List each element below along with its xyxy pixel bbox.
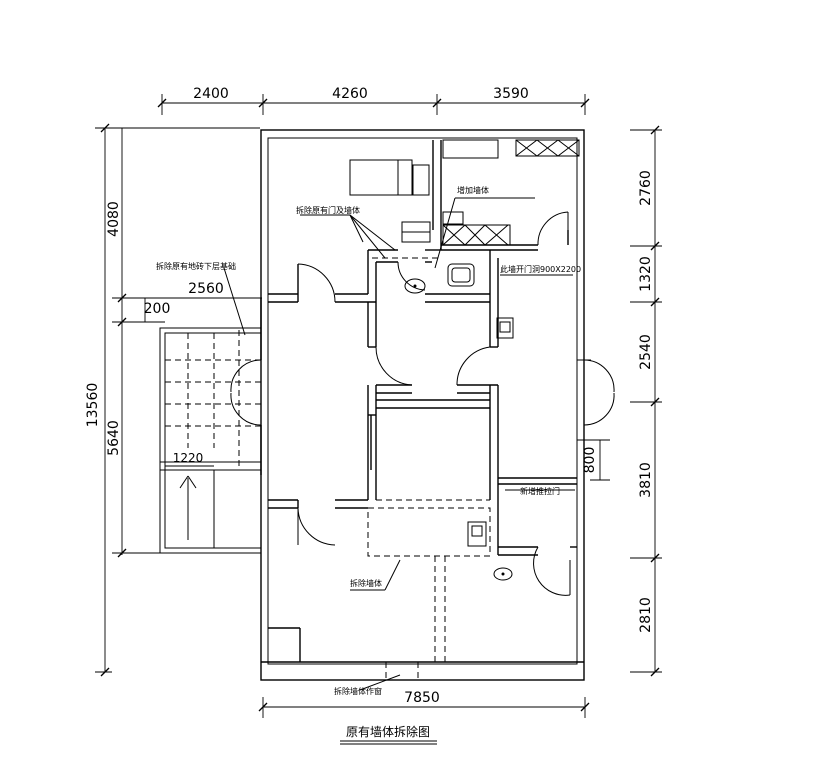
note-new-door: 新增推拉门 bbox=[520, 486, 560, 496]
dim-stair-landing: 1220 bbox=[173, 451, 204, 465]
toilet-fixture bbox=[447, 263, 475, 287]
dim-right-3: 2540 bbox=[638, 334, 654, 370]
left-dimension-lines bbox=[95, 123, 262, 677]
dim-left-total: 13560 bbox=[85, 383, 101, 428]
dim-left-lower: 5640 bbox=[106, 420, 122, 456]
note-remove-basement-foundation: 拆除原有地砖下层基础 bbox=[156, 261, 236, 271]
dim-right-2: 1320 bbox=[638, 256, 654, 292]
shower-fixture bbox=[467, 521, 487, 547]
outer-walls bbox=[260, 129, 585, 681]
wall-cabinets bbox=[515, 139, 580, 157]
dim-window-800: 800 bbox=[582, 447, 598, 474]
dim-right-1: 2760 bbox=[638, 170, 654, 206]
top-dimension-line bbox=[157, 94, 590, 115]
dim-top-1: 2400 bbox=[193, 86, 229, 102]
note-door-opening: 此墙开门洞900X2200 bbox=[500, 264, 581, 274]
kitchen-counter-bottom bbox=[442, 224, 511, 246]
dim-bottom: 7850 bbox=[404, 690, 440, 706]
dim-stair-width: 2560 bbox=[188, 281, 224, 297]
stair-area bbox=[159, 327, 262, 554]
note-demolish-door-wall: 拆除原有门及墙体 bbox=[296, 205, 360, 215]
fixtures bbox=[349, 139, 580, 581]
drawing-title: 原有墙体拆除图 bbox=[346, 724, 430, 739]
dim-left-upper: 4080 bbox=[106, 201, 122, 237]
basin-fixture bbox=[404, 278, 426, 294]
sink-fixture bbox=[496, 317, 514, 339]
bed-fixture bbox=[349, 159, 413, 196]
doors bbox=[230, 211, 615, 596]
dim-right-5: 2810 bbox=[638, 597, 654, 633]
dim-right-4: 3810 bbox=[638, 462, 654, 498]
note-add-wall: 增加墙体 bbox=[457, 185, 489, 195]
dim-top-2: 4260 bbox=[332, 86, 368, 102]
nightstand-fixture bbox=[412, 164, 430, 196]
interior-walls bbox=[260, 140, 577, 662]
kitchen-counter-top bbox=[442, 139, 499, 159]
note-remove-wall: 拆除墙体 bbox=[350, 578, 382, 588]
right-dimension-line bbox=[590, 125, 662, 677]
note-remove-wall-window: 拆除墙体作窗 bbox=[334, 686, 382, 696]
dim-stair-gap: 200 bbox=[144, 301, 171, 317]
bottom-dimension-line bbox=[258, 697, 590, 718]
dim-top-3: 3590 bbox=[493, 86, 529, 102]
leader-lines bbox=[223, 197, 575, 691]
floor-drain-fixture bbox=[493, 567, 513, 581]
demolition-dashed-walls bbox=[238, 257, 491, 680]
